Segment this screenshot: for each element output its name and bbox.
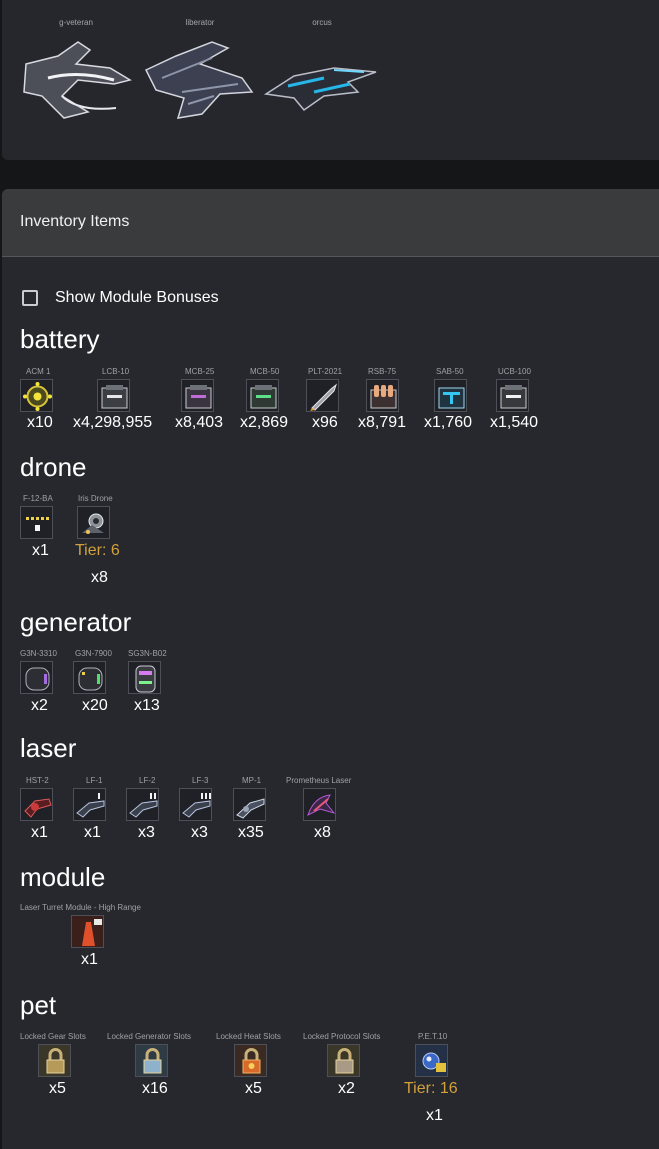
inventory-panel: Inventory Items Show Module Bonuses batt…	[2, 189, 659, 1149]
show-module-bonuses-checkbox[interactable]	[22, 290, 38, 306]
drone-formation-icon	[20, 506, 53, 539]
item-quantity: x20	[82, 697, 108, 714]
item-quantity: x8	[91, 569, 108, 586]
item-name: LF-3	[192, 776, 209, 785]
lock-icon	[135, 1044, 168, 1077]
g-veteran-ship-icon	[23, 41, 132, 119]
speed-generator-icon	[20, 661, 53, 694]
category-title-battery: battery	[20, 324, 100, 354]
item-name: G3N-7900	[75, 649, 112, 658]
ship-card[interactable]: liberator	[142, 0, 258, 119]
item-name: PLT-2021	[308, 367, 343, 376]
ammo-box-icon	[434, 379, 467, 412]
item-quantity: x1	[84, 824, 101, 841]
prometheus-laser-icon	[303, 788, 336, 821]
item-quantity: x8	[314, 824, 331, 841]
category-title-pet: pet	[20, 990, 57, 1020]
inventory-title: Inventory Items	[20, 213, 130, 230]
ammo-box-icon	[496, 379, 529, 412]
item-name: SG3N-B02	[128, 649, 167, 658]
item-name: ACM 1	[26, 367, 51, 376]
item-quantity: x1	[426, 1107, 443, 1124]
item-name: G3N-3310	[20, 649, 57, 658]
item-quantity: x96	[312, 414, 338, 431]
item-name: Locked Generator Slots	[107, 1032, 192, 1041]
item-quantity: x35	[238, 824, 264, 841]
turret-module-icon	[71, 915, 104, 948]
item-quantity: x13	[134, 697, 160, 714]
rocket-icon	[306, 379, 339, 412]
ships-panel: g-veteran liberator orcus	[2, 0, 659, 160]
item-name: Prometheus Laser	[286, 776, 352, 785]
iris-drone-icon	[77, 506, 110, 539]
ship-name: orcus	[312, 18, 332, 27]
laser-cannon-icon	[73, 788, 106, 821]
item-name: Locked Protocol Slots	[303, 1032, 381, 1041]
category-title-module: module	[20, 862, 106, 892]
ship-name: g-veteran	[59, 18, 93, 27]
item-quantity: x8,403	[175, 414, 224, 431]
item-name: UCB-100	[498, 367, 531, 376]
item-quantity: x5	[245, 1080, 262, 1097]
ship-card[interactable]: g-veteran	[18, 0, 134, 119]
show-module-bonuses-label: Show Module Bonuses	[55, 289, 219, 306]
item-name: LCB-10	[102, 367, 130, 376]
liberator-ship-icon	[144, 41, 254, 119]
shield-generator-icon	[128, 661, 161, 694]
inventory-header: Inventory Items	[2, 189, 659, 257]
item-name: Locked Heat Slots	[216, 1032, 281, 1041]
laser-cannon-icon	[126, 788, 159, 821]
item-quantity: x2	[338, 1080, 355, 1097]
item-name: P.E.T.10	[418, 1032, 448, 1041]
laser-cannon-icon	[179, 788, 212, 821]
category-title-generator: generator	[20, 607, 132, 637]
ship-card[interactable]: orcus	[264, 0, 380, 112]
item-quantity: x1	[31, 824, 48, 841]
mine-icon	[20, 379, 53, 412]
item-quantity: x1	[81, 951, 98, 968]
item-quantity: x2,869	[240, 414, 289, 431]
item-name: MCB-25	[185, 367, 215, 376]
item-name: MCB-50	[250, 367, 280, 376]
item-name: Iris Drone	[78, 494, 113, 503]
item-quantity: x3	[138, 824, 155, 841]
ship-name: liberator	[185, 18, 215, 27]
item-tier: Tier: 6	[75, 542, 120, 559]
category-title-laser: laser	[20, 733, 77, 763]
pet-icon	[415, 1044, 448, 1077]
item-quantity: x1	[32, 542, 49, 559]
item-name: LF-2	[139, 776, 156, 785]
item-name: F-12-BA	[23, 494, 53, 503]
ammo-box-icon	[181, 379, 214, 412]
item-quantity: x1,540	[490, 414, 539, 431]
lock-icon	[38, 1044, 71, 1077]
item-quantity: x2	[31, 697, 48, 714]
item-quantity: x8,791	[358, 414, 407, 431]
item-quantity: x16	[142, 1080, 168, 1097]
ammo-box-icon	[366, 379, 399, 412]
item-name: HST-2	[26, 776, 49, 785]
orcus-ship-icon	[264, 67, 377, 112]
item-name: Laser Turret Module - High Range	[20, 903, 141, 912]
laser-cannon-icon	[20, 788, 53, 821]
item-tier: Tier: 16	[404, 1080, 458, 1097]
item-quantity: x4,298,955	[73, 414, 153, 431]
item-quantity: x5	[49, 1080, 66, 1097]
item-name: MP-1	[242, 776, 262, 785]
lock-icon	[327, 1044, 360, 1077]
item-name: LF-1	[86, 776, 103, 785]
item-name: RSB-75	[368, 367, 397, 376]
speed-generator-icon	[73, 661, 106, 694]
item-quantity: x10	[27, 414, 53, 431]
ammo-box-icon	[97, 379, 130, 412]
ammo-box-icon	[246, 379, 279, 412]
item-quantity: x1,760	[424, 414, 473, 431]
laser-cannon-icon	[233, 788, 266, 821]
item-name: Locked Gear Slots	[20, 1032, 86, 1041]
category-title-drone: drone	[20, 452, 87, 482]
item-name: SAB-50	[436, 367, 464, 376]
heat-slot-icon	[234, 1044, 267, 1077]
item-quantity: x3	[191, 824, 208, 841]
